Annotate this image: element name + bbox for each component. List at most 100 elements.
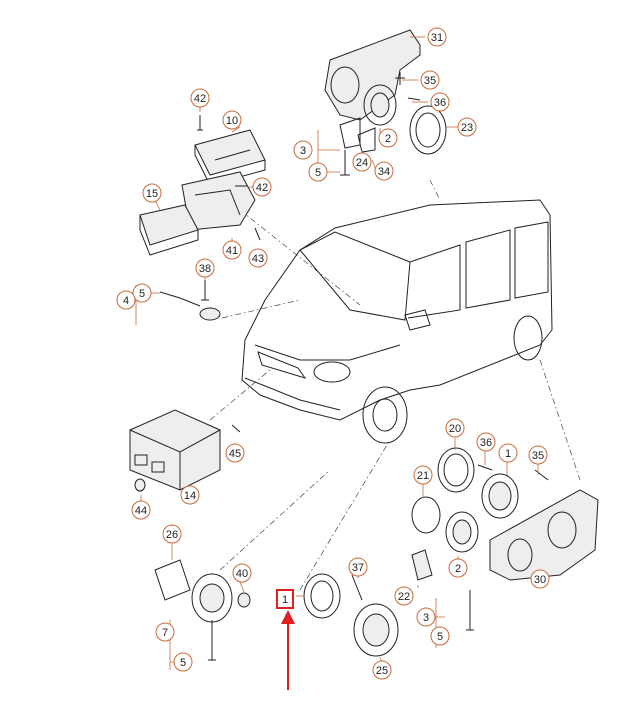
callout-circle xyxy=(142,183,162,203)
callout-c43: 43 xyxy=(248,248,268,268)
door-speaker-left xyxy=(154,559,251,661)
callout-c38: 38 xyxy=(195,258,215,278)
callout-number: 30 xyxy=(534,574,546,586)
amplifier-box xyxy=(129,409,241,492)
callout-number: 5 xyxy=(437,631,443,643)
callout-number: 42 xyxy=(256,182,268,194)
callout-c5d: 5 xyxy=(430,626,450,646)
callout-circle xyxy=(448,558,468,578)
callout-circle xyxy=(180,485,200,505)
callout-circle xyxy=(352,152,372,172)
callout-number: 36 xyxy=(480,437,492,449)
callout-circle xyxy=(430,626,450,646)
callout-circle xyxy=(445,418,465,438)
callout-circle xyxy=(232,563,252,583)
callout-number: 40 xyxy=(236,568,248,580)
callout-c44: 44 xyxy=(131,500,151,520)
callout-c36b: 36 xyxy=(476,432,496,452)
callout-c41: 41 xyxy=(222,240,242,260)
leader-lines xyxy=(128,36,541,670)
callout-number: 2 xyxy=(455,563,461,575)
callout-number: 38 xyxy=(199,263,211,275)
callout-number: 31 xyxy=(431,32,443,44)
highlight-arrow xyxy=(281,610,295,690)
callout-number: 43 xyxy=(252,253,264,265)
callout-c37: 37 xyxy=(348,557,368,577)
callout-circle xyxy=(378,128,398,148)
callout-circle xyxy=(293,140,313,160)
callout-number: 7 xyxy=(162,627,168,639)
callout-c30: 30 xyxy=(530,569,550,589)
callout-number: 45 xyxy=(229,448,241,460)
callout-circle xyxy=(416,607,436,627)
callout-c42b: 42 xyxy=(252,177,272,197)
callout-circle xyxy=(222,240,242,260)
callout-circle xyxy=(225,443,245,463)
callout-c31: 31 xyxy=(427,27,447,47)
rear-speaker-cover-assembly xyxy=(324,29,447,176)
callout-circle xyxy=(248,248,268,268)
callout-circle xyxy=(498,443,518,463)
callout-circle xyxy=(348,557,368,577)
callout-circle xyxy=(457,117,477,137)
callout-number: 15 xyxy=(146,188,158,200)
callout-circle xyxy=(528,445,548,465)
callout-number: 5 xyxy=(315,167,321,179)
dash-speaker-assembly xyxy=(411,447,599,631)
callout-circle xyxy=(420,70,440,90)
callout-number: 2 xyxy=(385,133,391,145)
callout-circle xyxy=(252,177,272,197)
bracket-and-changer xyxy=(139,171,261,256)
callout-c2b: 2 xyxy=(448,558,468,578)
callout-c14: 14 xyxy=(180,485,200,505)
callout-circle xyxy=(530,569,550,589)
callout-circle xyxy=(132,283,152,303)
callout-number: 5 xyxy=(180,657,186,669)
callout-circle xyxy=(222,110,242,130)
callout-number: 3 xyxy=(423,612,429,624)
guide-lines xyxy=(209,179,581,591)
callout-c35a: 35 xyxy=(420,70,440,90)
callout-c15: 15 xyxy=(142,183,162,203)
callout-circle xyxy=(116,290,136,310)
callout-c20: 20 xyxy=(445,418,465,438)
callout-circle xyxy=(155,622,175,642)
callout-c36a: 36 xyxy=(430,92,450,112)
callout-number: 26 xyxy=(166,529,178,541)
callout-circle xyxy=(374,161,394,181)
callout-c5c: 5 xyxy=(173,652,193,672)
door-speaker-middle xyxy=(303,573,399,657)
callout-circle xyxy=(394,586,414,606)
van-illustration xyxy=(241,199,553,444)
callout-c21: 21 xyxy=(413,465,433,485)
callout-circle xyxy=(476,432,496,452)
callout-c42a: 42 xyxy=(190,88,210,108)
callout-number: 24 xyxy=(356,157,368,169)
callout-number: 3 xyxy=(300,145,306,157)
callout-c3a: 3 xyxy=(293,140,313,160)
callout-c10: 10 xyxy=(222,110,242,130)
callout-number: 35 xyxy=(424,75,436,87)
callout-circle xyxy=(190,88,210,108)
callout-number: 1 xyxy=(505,448,511,460)
callout-c40: 40 xyxy=(232,563,252,583)
callout-number: 5 xyxy=(139,288,145,300)
callout-number: 36 xyxy=(434,97,446,109)
callout-circle xyxy=(131,500,151,520)
callout-c2a: 2 xyxy=(378,128,398,148)
callout-circle xyxy=(308,162,328,182)
callout-c26: 26 xyxy=(162,524,182,544)
callout-number: 25 xyxy=(376,665,388,677)
callout-circle xyxy=(372,660,392,680)
callout-c22: 22 xyxy=(394,586,414,606)
callout-number: 34 xyxy=(378,166,390,178)
callout-c4: 4 xyxy=(116,290,136,310)
callout-number: 1 xyxy=(282,594,288,606)
callout-c25: 25 xyxy=(372,660,392,680)
callout-number: 14 xyxy=(184,490,196,502)
callout-c23: 23 xyxy=(457,117,477,137)
callout-circle xyxy=(430,92,450,112)
callout-number: 20 xyxy=(449,423,461,435)
radio-unit xyxy=(194,115,266,186)
